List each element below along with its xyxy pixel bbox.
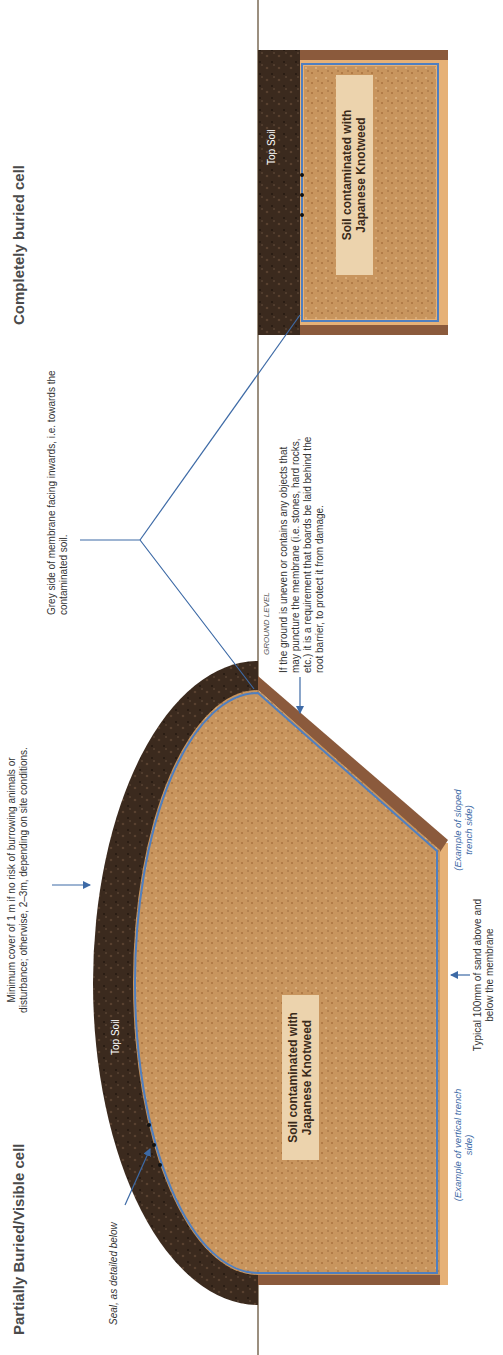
contaminated-soil	[258, 690, 440, 1275]
trench-wall	[258, 1275, 448, 1285]
trench-note: (Example of sloped trench side)	[452, 775, 475, 885]
leader-line	[451, 974, 470, 975]
leader-line	[52, 884, 90, 885]
root-barrier-membrane	[135, 693, 437, 1273]
cover-note: Minimum cover of 1 m if no risk of burro…	[6, 735, 30, 1025]
contaminated-soil	[304, 66, 436, 319]
soil-label: Soil contaminated with Japanese Knotweed	[336, 75, 373, 275]
seal-note: Seal, as detailed below	[108, 1195, 120, 1325]
leader-line	[125, 1149, 150, 1205]
seal-dot	[152, 1143, 156, 1147]
topsoil-mound	[93, 661, 258, 1305]
seal-dot	[147, 1123, 151, 1127]
leader-line	[80, 540, 254, 689]
ground-label: GROUND LEVEL	[262, 575, 272, 655]
trench-wall	[300, 325, 448, 335]
board-note: If the ground is uneven or contains any …	[278, 433, 326, 673]
leader-line	[140, 315, 300, 540]
root-barrier-membrane	[302, 64, 438, 321]
trench-note: (Example of vertical trench side)	[452, 1085, 475, 1205]
trench-wall	[300, 50, 448, 60]
seal-dot	[300, 173, 304, 177]
layer-label: Top Soil	[266, 85, 278, 165]
seal-dot	[300, 193, 304, 197]
membrane-note: Grey side of membrane facing inwards, i.…	[46, 355, 70, 615]
seal-dot	[158, 1163, 162, 1167]
cell-title: Partially Buried/Visible cell	[10, 1055, 28, 1335]
sand-layer	[300, 60, 448, 325]
layer-label: Top Soil	[110, 985, 122, 1055]
topsoil-layer	[258, 50, 300, 335]
sand-note: Typical 100mm of sand above and below th…	[472, 895, 496, 1055]
sand-layer	[440, 843, 448, 1285]
leader-line	[299, 677, 300, 713]
contaminated-soil-dome	[133, 690, 258, 1275]
soil-label: Soil contaminated with Japanese Knotweed	[282, 995, 319, 1160]
seal-dot	[300, 213, 304, 217]
cell-title: Completely buried cell	[10, 45, 28, 325]
